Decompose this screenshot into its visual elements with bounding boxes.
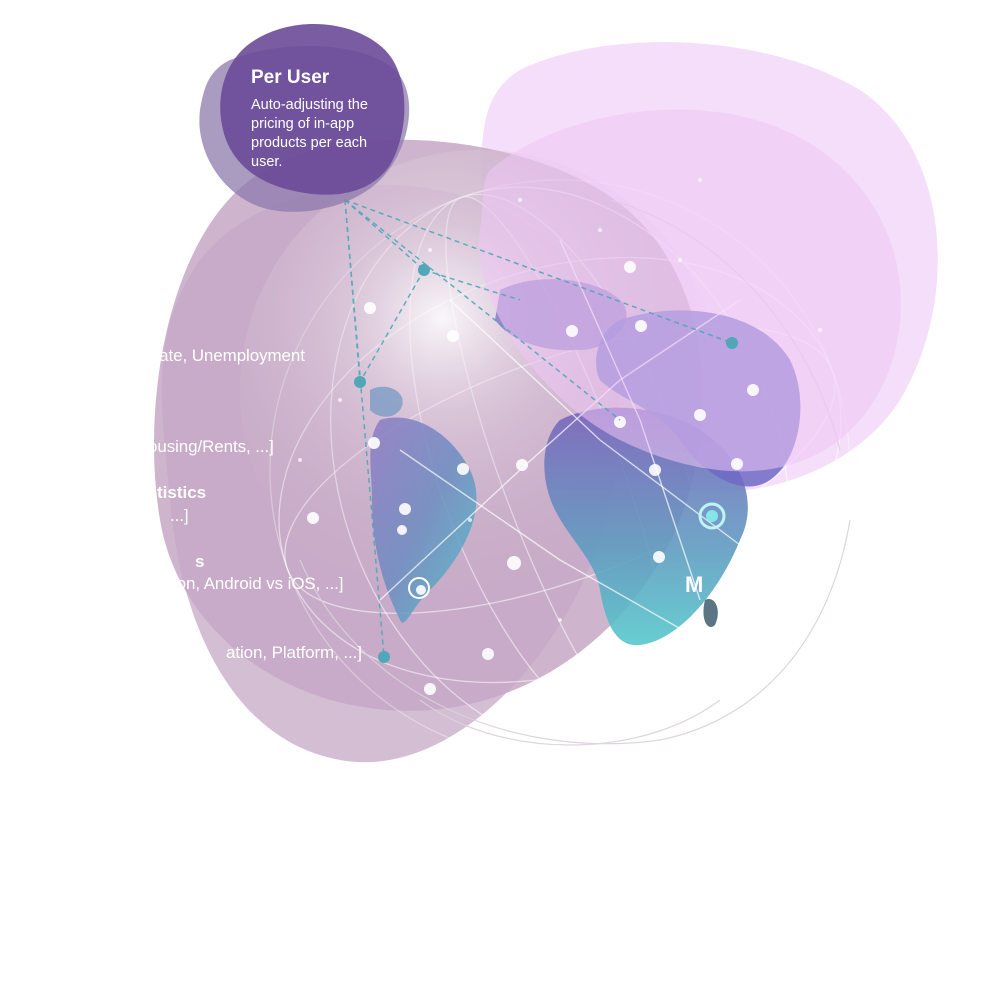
factor-heading-1: tistics: [157, 483, 207, 502]
factor-line-5: ation, Platform, ...]: [226, 643, 362, 662]
central-america: [370, 386, 403, 417]
factor-line-1: Rate, Unemployment: [147, 346, 305, 365]
pink-blob-front: [479, 109, 901, 472]
factor-line-2: ousing/Rents, ...]: [148, 437, 274, 456]
target-marker-icon: [408, 502, 726, 599]
africa: [544, 407, 748, 646]
macro-label: M: [685, 572, 704, 597]
star-dots: [307, 261, 759, 695]
per-user-title: Per User: [251, 67, 330, 88]
factor-line-4: ion, Android vs iOS, ...]: [173, 574, 344, 593]
madagascar: [703, 599, 718, 628]
factor-heading-2: s: [195, 552, 205, 571]
factor-line-3: ...]: [170, 506, 189, 525]
network-lines: [344, 199, 733, 658]
network-node-icon: [354, 264, 738, 663]
per-user-blob: [220, 23, 405, 195]
per-user-description: Auto-adjusting the pricing of in-app pro…: [251, 97, 368, 170]
south-america: [370, 417, 477, 623]
